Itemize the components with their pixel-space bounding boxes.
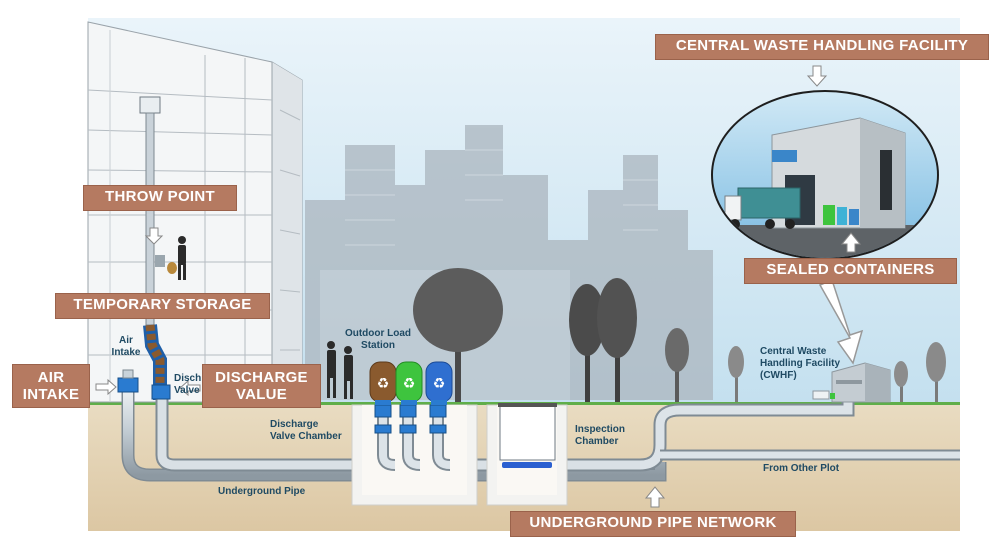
storage-segment <box>143 324 167 400</box>
station-pipes <box>377 400 451 471</box>
recycling-bin-green: ♻ <box>395 361 423 405</box>
label-outdoor-line1: Outdoor Load <box>344 328 412 339</box>
label-dvc-line1: Discharge <box>270 419 319 430</box>
person-icon <box>167 236 186 280</box>
label-cwhf-line1: Central Waste <box>760 346 827 357</box>
label-outdoor-line2: Station <box>361 340 395 351</box>
label-discharge-cut-line1: Disch <box>174 373 202 384</box>
recycle-icon: ♻ <box>377 376 390 392</box>
label-cwhf-line2: Handling Facility <box>760 358 841 369</box>
label-air-intake-line2: Intake <box>111 347 141 358</box>
inspection-chamber <box>486 403 568 506</box>
callout-underground-pipe-network: UNDERGROUND PIPE NETWORK <box>510 511 796 537</box>
label-air-intake-line1: Air <box>119 335 133 346</box>
cwhf-inset <box>711 90 939 260</box>
callout-throw-point: THROW POINT <box>83 185 237 211</box>
label-inspection-chamber: Inspection Chamber <box>575 424 645 448</box>
recycle-icon: ♻ <box>433 376 446 392</box>
callout-discharge-value: DISCHARGE VALUE <box>202 364 321 408</box>
label-discharge-cut-line2: Valve <box>174 385 200 396</box>
callout-discharge-line1: DISCHARGE <box>215 369 308 386</box>
recycling-bin-blue: ♻ <box>425 361 453 405</box>
cwhf-building-small <box>812 362 891 403</box>
callout-discharge-line2: VALUE <box>235 386 288 403</box>
station-valves <box>374 404 447 434</box>
label-underground-pipe: Underground Pipe <box>218 486 306 497</box>
label-cwhf-small: Central Waste Handling Facility (CWHF) <box>760 346 850 382</box>
label-discharge-valve-chamber: Discharge Valve Chamber <box>270 419 350 443</box>
callout-sealed-containers: SEALED CONTAINERS <box>744 258 957 284</box>
callout-cwhf: CENTRAL WASTE HANDLING FACILITY <box>655 34 989 60</box>
callout-air-intake-line1: AIR <box>37 369 65 386</box>
label-inspection-line1: Inspection <box>575 424 626 435</box>
recycle-icon: ♻ <box>403 376 416 392</box>
big-down-arrow <box>818 278 864 365</box>
people-icon <box>327 341 353 399</box>
callout-temporary-storage: TEMPORARY STORAGE <box>55 293 270 319</box>
label-cwhf-line3: (CWHF) <box>760 370 797 381</box>
label-inspection-line2: Chamber <box>575 436 619 447</box>
underground-pipe <box>121 385 960 482</box>
callout-air-intake-line2: INTAKE <box>22 386 80 403</box>
label-air-intake: Air Intake <box>106 335 146 359</box>
label-dvc-line2: Valve Chamber <box>270 431 342 442</box>
air-intake-fitting <box>117 369 171 400</box>
skyline-windows <box>345 149 658 246</box>
label-from-other-plot: From Other Plot <box>763 463 840 474</box>
label-discharge-valve-cut: Disch Valve <box>174 373 204 397</box>
recycling-bin-brown: ♻ <box>369 361 397 405</box>
label-outdoor-load-station: Outdoor Load Station <box>338 328 418 352</box>
callout-arrows <box>95 65 862 508</box>
callout-air-intake: AIR INTAKE <box>12 364 90 408</box>
trees <box>413 268 946 402</box>
